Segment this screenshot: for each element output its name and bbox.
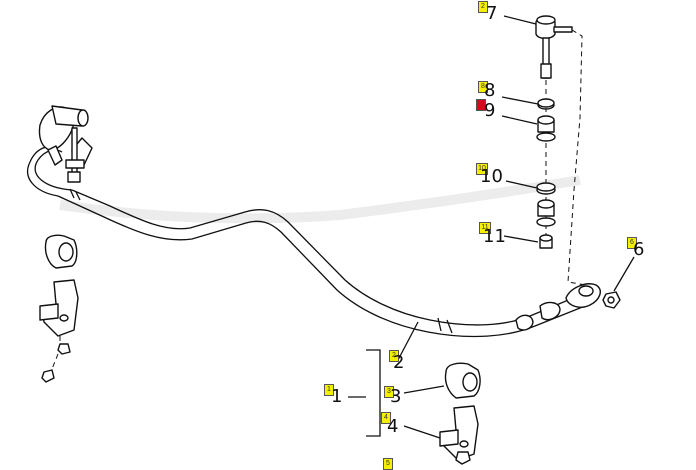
callout-number-2: 2 bbox=[393, 352, 405, 373]
callout-badge-8[interactable]: 8 bbox=[478, 81, 488, 93]
bushing-item-3[interactable] bbox=[444, 362, 481, 399]
left-bushing[interactable] bbox=[44, 234, 78, 269]
callout-badge-6[interactable]: 6 bbox=[627, 237, 637, 249]
callout-badge-4[interactable]: 4 bbox=[381, 412, 391, 424]
left-bracket[interactable] bbox=[39, 279, 79, 337]
washer-item-8[interactable] bbox=[537, 98, 555, 110]
leader-lines bbox=[348, 15, 635, 439]
bracket-item-4[interactable] bbox=[439, 405, 479, 461]
end-link-item-7[interactable] bbox=[535, 15, 573, 79]
callout-number-6: 6 bbox=[633, 239, 645, 260]
nut-item-11[interactable] bbox=[539, 234, 553, 249]
callout-number-7: 7 bbox=[486, 3, 498, 24]
callout-number-8: 8 bbox=[484, 80, 496, 101]
left-bolt-axis bbox=[49, 336, 61, 375]
callout-number-4: 4 bbox=[387, 416, 399, 437]
left-end-link[interactable] bbox=[38, 105, 93, 183]
callout-badge-2[interactable]: 2 bbox=[389, 350, 399, 362]
nut-item-6[interactable] bbox=[602, 291, 621, 309]
callout-badge-9-selected[interactable] bbox=[476, 99, 486, 111]
left-nut[interactable] bbox=[41, 343, 71, 383]
stabilizer-bar[interactable] bbox=[27, 145, 601, 338]
bushing-item-9[interactable] bbox=[536, 115, 556, 142]
callout-badge-11[interactable]: 11 bbox=[479, 222, 491, 234]
callout-number-1: 1 bbox=[331, 386, 343, 407]
callout-number-11: 11 bbox=[483, 226, 506, 247]
callout-number-3: 3 bbox=[390, 386, 402, 407]
callout-badge-7[interactable]: 2 bbox=[478, 1, 488, 13]
bushing-item-10[interactable] bbox=[536, 182, 556, 227]
callout-badge-10[interactable]: 10 bbox=[476, 163, 488, 175]
callout-badge-1[interactable]: 1 bbox=[324, 384, 334, 396]
assembly-axis-line bbox=[567, 29, 587, 286]
callout-number-9: 9 bbox=[484, 100, 496, 121]
bolt-item-5[interactable] bbox=[455, 451, 471, 465]
watermark bbox=[59, 175, 581, 224]
callout-badge-5[interactable]: 5 bbox=[383, 458, 393, 470]
callout-badge-3[interactable]: 3 bbox=[384, 386, 394, 398]
callout-number-10: 10 bbox=[480, 166, 503, 187]
